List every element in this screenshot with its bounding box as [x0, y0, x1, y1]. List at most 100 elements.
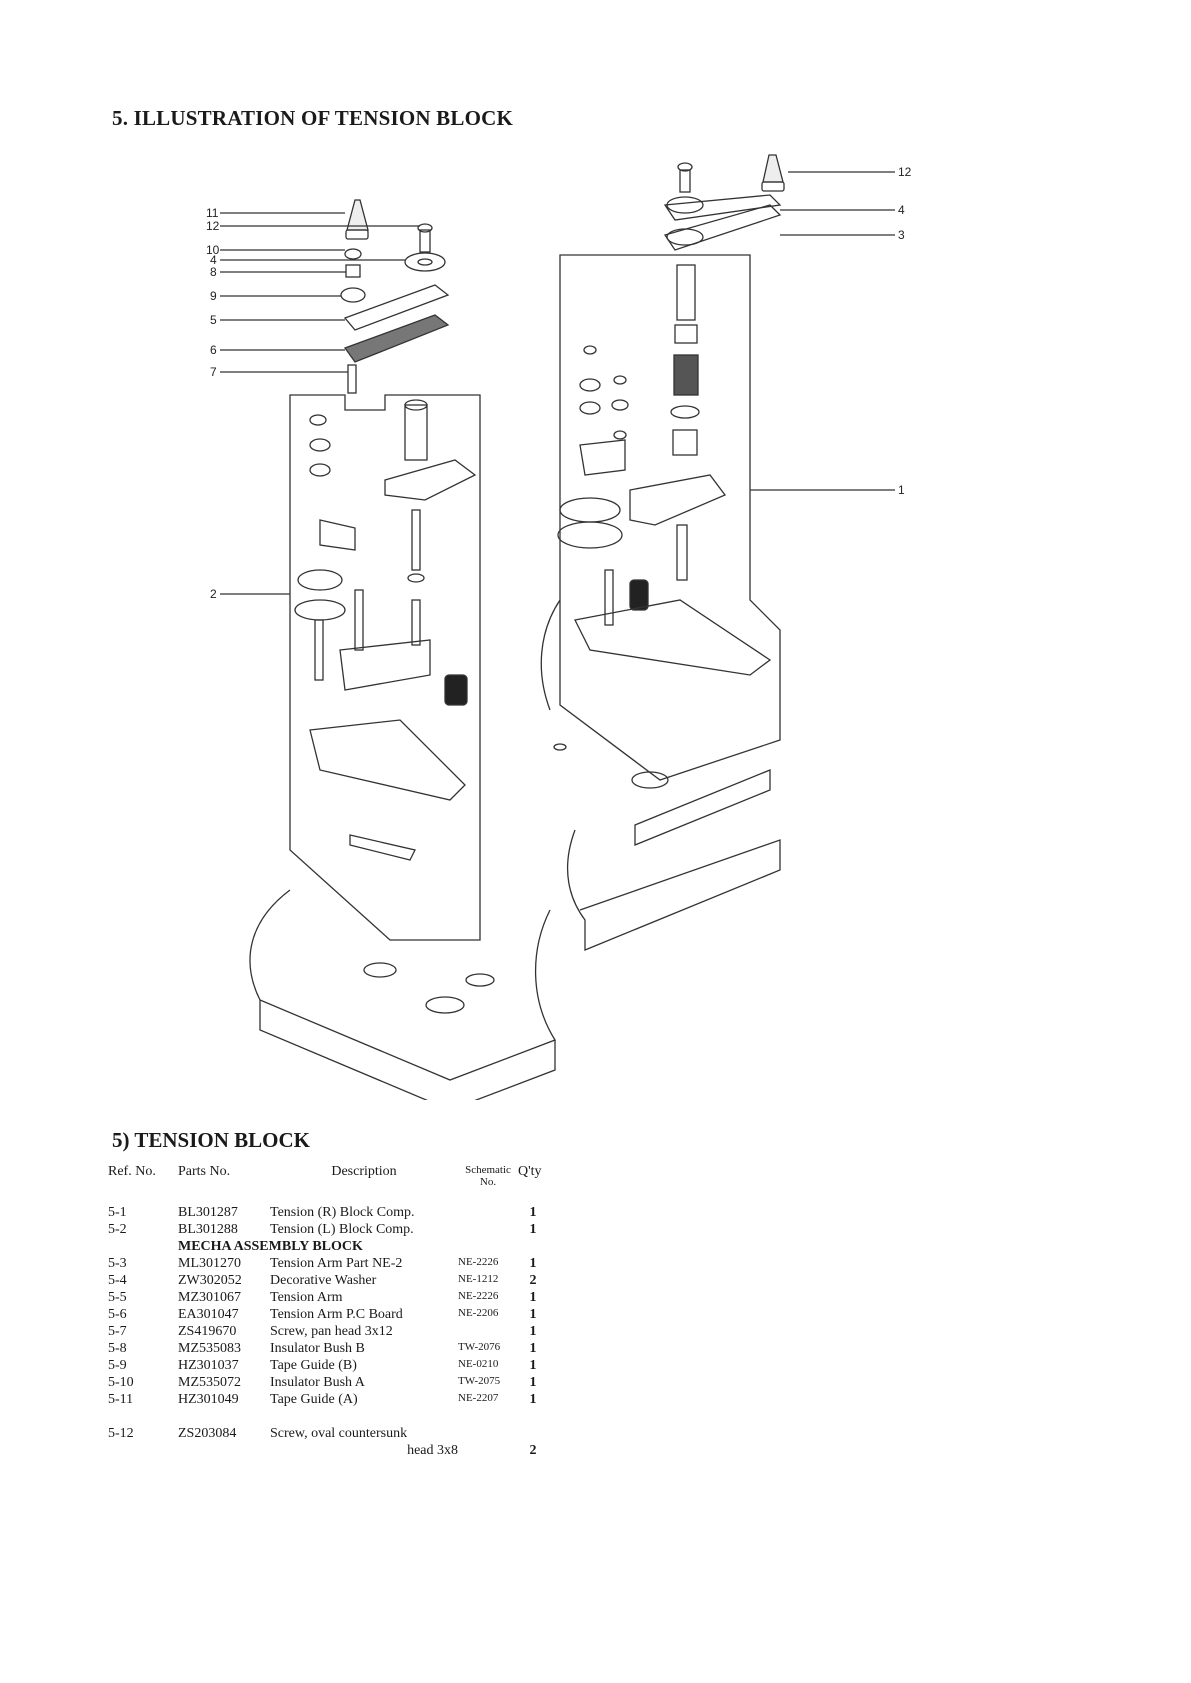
cell-ref: 5-8: [108, 1341, 127, 1356]
cell-ref: 5-1: [108, 1205, 127, 1220]
cell-description: Decorative Washer: [270, 1273, 377, 1288]
header-qty: Q'ty: [518, 1164, 542, 1179]
cell-parts: MZ301067: [178, 1290, 241, 1305]
callout-1: 1: [898, 483, 905, 497]
cell-qty: 2: [529, 1443, 537, 1458]
cell-qty: 1: [529, 1256, 537, 1271]
cell-ref: 5-3: [108, 1256, 127, 1271]
callout-5: 5: [210, 313, 217, 327]
table-row: 5-10 MZ535072 Insulator Bush A TW-2075 1: [108, 1375, 548, 1392]
callout-6: 6: [210, 343, 217, 357]
callout-3: 3: [898, 228, 905, 242]
table-row: 5-9 HZ301037 Tape Guide (B) NE-0210 1: [108, 1358, 548, 1375]
cell-parts: BL301287: [178, 1205, 238, 1220]
cell-schematic: NE-2206: [458, 1307, 499, 1319]
table-row: 5-2 BL301288 Tension (L) Block Comp. 1: [108, 1222, 548, 1239]
callout-11: 11: [206, 206, 219, 220]
cell-description: Tension (R) Block Comp.: [270, 1205, 415, 1220]
cell-description: Tension Arm: [270, 1290, 343, 1305]
cell-description: Screw, pan head 3x12: [270, 1324, 393, 1339]
cell-parts: MZ535083: [178, 1341, 241, 1356]
cell-description: Insulator Bush B: [270, 1341, 365, 1356]
cell-qty: 1: [529, 1290, 537, 1305]
cell-schematic: NE-2226: [458, 1290, 499, 1302]
callout-9: 9: [210, 289, 217, 303]
cell-parts: EA301047: [178, 1307, 239, 1322]
cell-parts: ML301270: [178, 1256, 241, 1271]
table-row: 5-3 ML301270 Tension Arm Part NE-2 NE-2226 1: [108, 1256, 548, 1273]
cell-ref: 5-7: [108, 1324, 127, 1339]
cell-qty: 1: [529, 1341, 537, 1356]
table-row: 5-8 MZ535083 Insulator Bush B TW-2076 1: [108, 1341, 548, 1358]
table-row: 5-5 MZ301067 Tension Arm NE-2226 1: [108, 1290, 548, 1307]
cell-parts: ZS203084: [178, 1426, 237, 1441]
callout-7: 7: [210, 365, 217, 379]
cell-schematic: [458, 1222, 518, 1239]
table-row: 5-6 EA301047 Tension Arm P.C Board NE-2206 1: [108, 1307, 548, 1324]
parts-table: Ref. No. Parts No. Description Schematic…: [108, 1164, 548, 1460]
table-row: 5-11 HZ301049 Tape Guide (A) NE-2207 1: [108, 1392, 548, 1409]
cell-schematic: NE-2207: [458, 1392, 499, 1404]
cell-qty: 1: [529, 1222, 537, 1237]
cell-ref: 5-2: [108, 1222, 127, 1237]
cell-description: Tension Arm Part NE-2: [270, 1256, 403, 1271]
cell-description: Tape Guide (A): [270, 1392, 358, 1407]
cell-description: Tape Guide (B): [270, 1358, 357, 1373]
cell-schematic: NE-0210: [458, 1358, 499, 1370]
callout-8: 8: [210, 265, 217, 279]
header-ref: Ref. No.: [108, 1164, 156, 1179]
cell-ref: 5-5: [108, 1290, 127, 1305]
cell-schematic: NE-2226: [458, 1256, 499, 1268]
subheader-row: MECHA ASSEMBLY BLOCK: [108, 1239, 548, 1256]
cell-schematic: [458, 1324, 518, 1341]
left-tension-block-illustration: [220, 199, 556, 1111]
cell-qty: 1: [529, 1307, 537, 1322]
table-row: 5-1 BL301287 Tension (R) Block Comp. 1: [108, 1205, 548, 1222]
callout-2: 2: [210, 587, 217, 601]
callout-10: 10: [206, 243, 220, 257]
cell-description: Screw, oval countersunk: [270, 1426, 408, 1441]
cell-ref: 5-4: [108, 1273, 127, 1288]
cell-qty: 1: [529, 1205, 537, 1220]
table-row: 5-7 ZS419670 Screw, pan head 3x12 1: [108, 1324, 548, 1341]
cell-qty: 1: [529, 1375, 537, 1390]
cell-parts: ZS419670: [178, 1324, 237, 1339]
cell-description: Tension Arm P.C Board: [270, 1307, 403, 1322]
header-description: Description: [331, 1164, 397, 1179]
cell-parts: MZ535072: [178, 1375, 241, 1390]
cell-schematic: [458, 1205, 518, 1222]
exploded-view-diagram: 11 12 10 4 8 9 5 6 7 2 12 4 3 1: [180, 150, 940, 1111]
cell-ref: 5-6: [108, 1307, 127, 1322]
cell-ref: 5-12: [108, 1426, 134, 1441]
cell-schematic: NE-1212: [458, 1273, 499, 1285]
cell-parts: HZ301049: [178, 1392, 239, 1407]
cell-description-cont: head 3x8: [407, 1443, 458, 1458]
cell-qty: 1: [529, 1324, 537, 1339]
cell-qty: 1: [529, 1358, 537, 1373]
callout-12-right: 12: [898, 165, 912, 179]
cell-qty: 1: [529, 1392, 537, 1407]
table-row: 5-4 ZW302052 Decorative Washer NE-1212 2: [108, 1273, 548, 1290]
cell-schematic: TW-2075: [458, 1375, 501, 1387]
callout-12-left: 12: [206, 219, 220, 233]
cell-parts: ZW302052: [178, 1273, 242, 1288]
callout-4-left: 4: [210, 253, 217, 267]
cell-description: Tension (L) Block Comp.: [270, 1222, 414, 1237]
cell-ref: 5-10: [108, 1375, 134, 1390]
subheader-mecha-assembly: MECHA ASSEMBLY BLOCK: [178, 1239, 363, 1254]
table-row: 5-12 ZS203084 Screw, oval countersunk: [108, 1426, 548, 1443]
cell-ref: 5-11: [108, 1392, 134, 1407]
cell-description: Insulator Bush A: [270, 1375, 365, 1390]
cell-ref: 5-9: [108, 1358, 127, 1373]
section-title: 5) TENSION BLOCK: [112, 1128, 310, 1152]
table-row-continuation: head 3x8 2: [108, 1443, 548, 1460]
cell-schematic: TW-2076: [458, 1341, 501, 1353]
cell-parts: BL301288: [178, 1222, 238, 1237]
cell-parts: HZ301037: [178, 1358, 239, 1373]
page-title: 5. ILLUSTRATION OF TENSION BLOCK: [112, 106, 514, 130]
cell-qty: 2: [529, 1273, 537, 1288]
rows-group-a: 5-1 BL301287 Tension (R) Block Comp. 1 5-2 BL…: [108, 1205, 548, 1239]
header-parts: Parts No.: [178, 1164, 231, 1179]
